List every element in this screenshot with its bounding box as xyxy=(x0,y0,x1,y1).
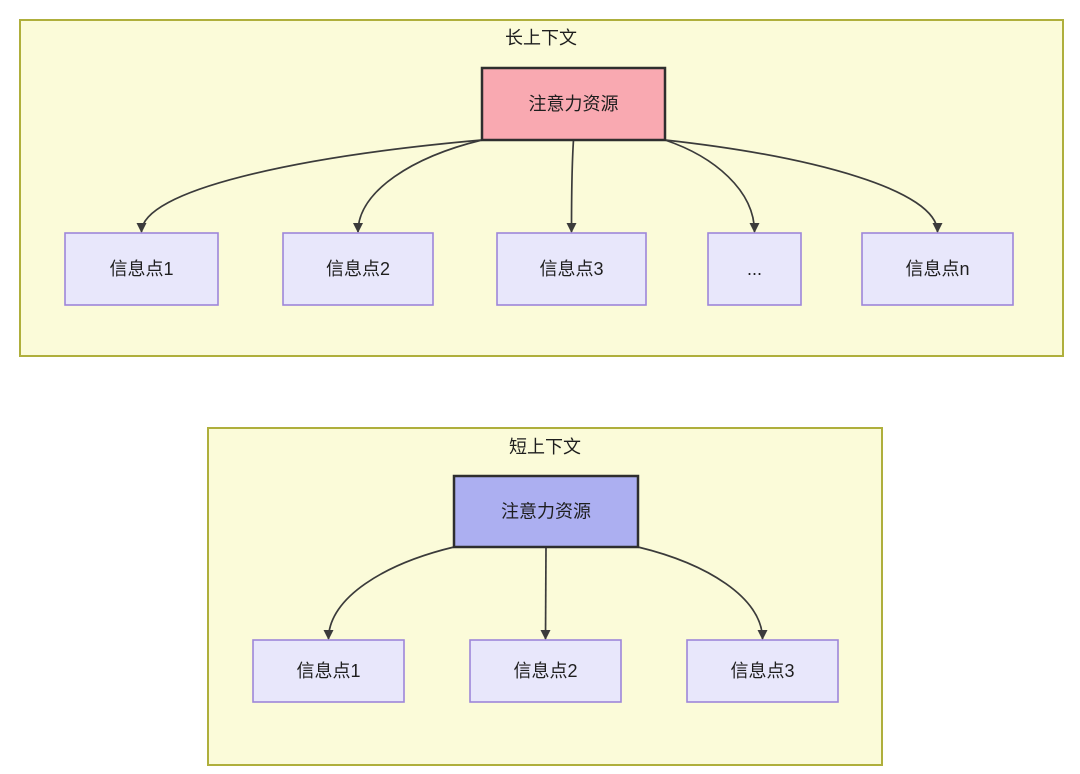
child-node-short-context-3 xyxy=(686,639,839,703)
edge-short-context-to-child-3 xyxy=(637,546,768,640)
child-node-label-short-context-3: 信息点3 xyxy=(730,661,794,681)
child-node-label-short-context-2: 信息点2 xyxy=(513,661,577,681)
child-node-long-context-4 xyxy=(707,232,802,306)
root-node-label-long-context: 注意力资源 xyxy=(529,94,619,114)
child-node-short-context-2 xyxy=(469,639,622,703)
root-node-label-short-context: 注意力资源 xyxy=(501,502,591,522)
edge-short-context-to-child-1 xyxy=(323,546,455,640)
child-node-label-long-context-2: 信息点2 xyxy=(326,259,390,279)
child-node-label-long-context-4: ... xyxy=(747,259,762,279)
edge-long-context-to-child-1 xyxy=(136,139,483,233)
child-node-long-context-3 xyxy=(496,232,647,306)
child-node-long-context-2 xyxy=(282,232,434,306)
root-node-short-context xyxy=(452,474,640,549)
child-node-short-context-1 xyxy=(252,639,405,703)
child-node-long-context-1 xyxy=(64,232,219,306)
root-node-long-context xyxy=(480,66,667,142)
edge-long-context-to-child-4 xyxy=(664,139,760,233)
panel-title-short-context: 短上下文 xyxy=(509,437,581,457)
edge-long-context-to-child-5 xyxy=(664,139,943,233)
child-node-long-context-5 xyxy=(861,232,1014,306)
edge-short-context-to-child-2 xyxy=(540,546,551,640)
child-node-label-long-context-5: 信息点n xyxy=(905,259,969,279)
panel-title-long-context: 长上下文 xyxy=(505,28,577,48)
child-node-label-long-context-1: 信息点1 xyxy=(109,259,173,279)
child-node-label-short-context-1: 信息点1 xyxy=(296,661,360,681)
edge-long-context-to-child-2 xyxy=(353,139,483,233)
child-node-label-long-context-3: 信息点3 xyxy=(539,259,603,279)
edge-long-context-to-child-3 xyxy=(566,139,577,233)
